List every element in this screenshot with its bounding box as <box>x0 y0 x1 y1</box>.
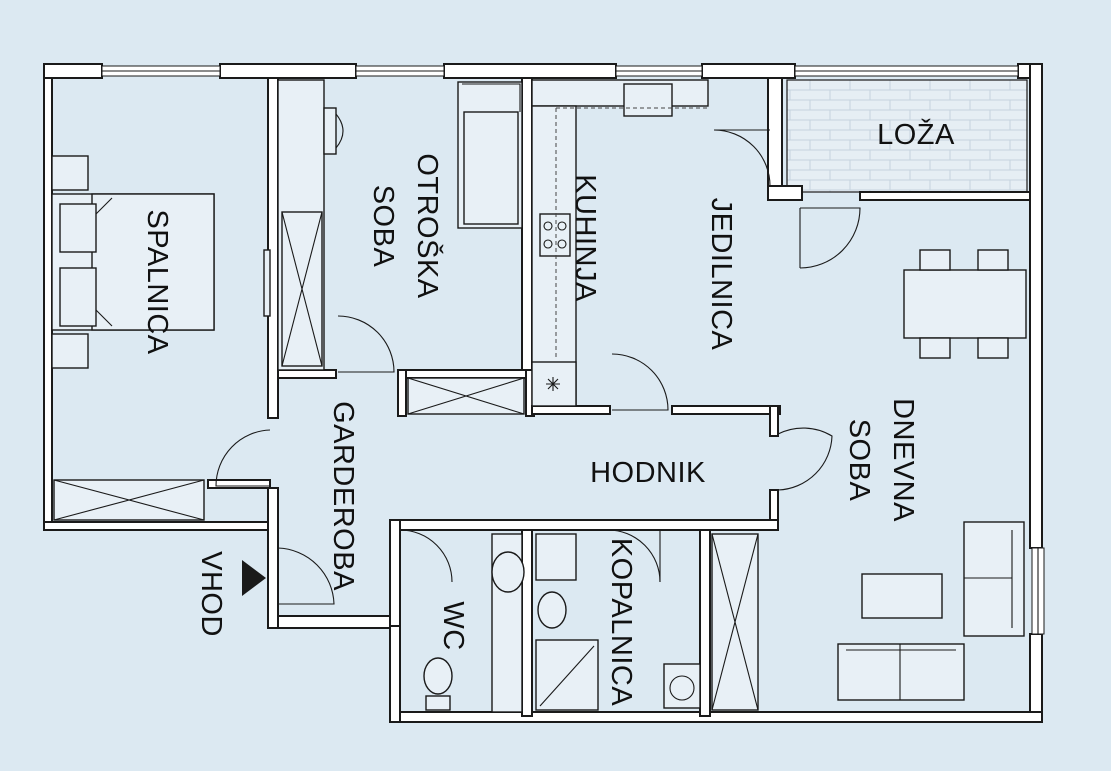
label-otroska: OTROŠKA <box>411 153 445 298</box>
loza-floor <box>786 79 1028 193</box>
label-wc: WC <box>437 601 469 650</box>
label-vhod: VHOD <box>195 551 227 637</box>
dnevna-soba-furniture <box>711 521 1025 711</box>
label-hodnik: HODNIK <box>590 457 706 489</box>
otroska-soba-furniture <box>277 79 525 415</box>
room-labels: SPALNICA OTROŠKA SOBA KUHINJA JEDILNICA … <box>141 118 955 706</box>
jedilnica-furniture <box>903 249 1027 359</box>
label-garderoba: GARDEROBA <box>327 401 359 591</box>
kuhinja-furniture <box>531 79 710 407</box>
label-dnevna: DNEVNA <box>887 398 919 522</box>
label-otroska-soba: SOBA <box>367 185 399 268</box>
label-kuhinja: KUHINJA <box>569 174 601 302</box>
bathroom-fixtures <box>423 533 701 713</box>
label-loza: LOŽA <box>877 118 955 151</box>
doors <box>215 129 861 605</box>
label-jedilnica: JEDILNICA <box>705 198 737 351</box>
label-kopalnica: KOPALNICA <box>605 538 637 707</box>
label-dnevna-soba: SOBA <box>843 419 875 502</box>
entrance-arrow-icon <box>242 560 266 596</box>
label-spalnica: SPALNICA <box>141 209 173 354</box>
spalnica-furniture <box>51 155 271 521</box>
